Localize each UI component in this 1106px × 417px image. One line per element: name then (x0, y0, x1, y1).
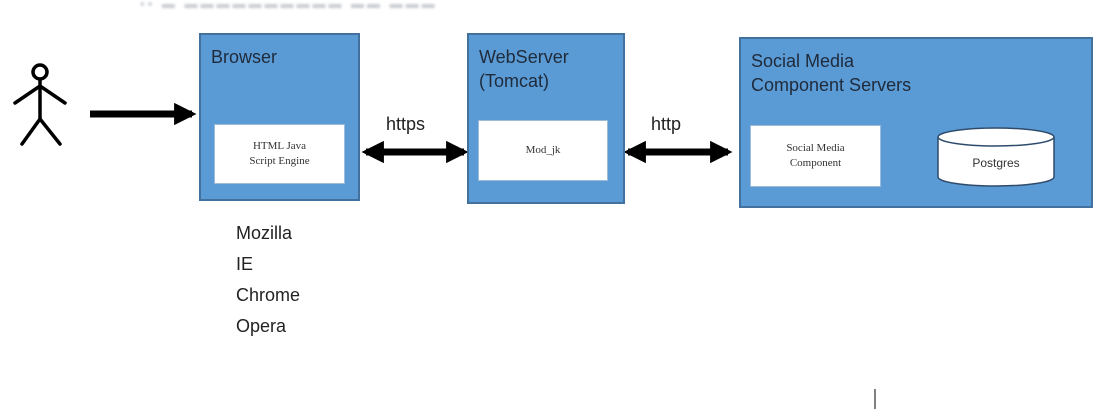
browser-example-chrome: Chrome (236, 285, 301, 305)
browser-examples-list: Mozilla IE Chrome Opera (236, 218, 300, 342)
postgres-label: Postgres (972, 155, 1020, 170)
user-actor-icon (13, 63, 67, 146)
browser-box: Browser HTML Java Script Engine (199, 33, 360, 201)
webserver-title: WebServer (Tomcat) (479, 47, 569, 91)
social-component-label: Social Media Component (786, 142, 845, 169)
mod-jk-box: Mod_jk (478, 120, 608, 181)
social-media-title: Social Media Component Servers (751, 51, 912, 95)
postgres-label-area: Postgres (948, 152, 1044, 174)
browser-title: Browser (211, 47, 278, 67)
browser-example-opera: Opera (236, 316, 287, 336)
webserver-box: WebServer (Tomcat) Mod_jk (467, 33, 625, 204)
js-engine-box: HTML Java Script Engine (214, 124, 345, 184)
js-engine-label: HTML Java Script Engine (249, 140, 310, 167)
social-component-box: Social Media Component (750, 125, 881, 187)
faded-header-text: ▪▪ ▬ ▬▬▬▬▬▬▬▬▬▬ ▬▬ ▬▬▬ (140, 0, 438, 10)
browser-example-mozilla: Mozilla (236, 223, 293, 243)
https-label: https (386, 114, 426, 134)
mod-jk-label: Mod_jk (525, 144, 561, 156)
http-label: http (651, 114, 682, 134)
browser-example-ie: IE (236, 254, 254, 274)
